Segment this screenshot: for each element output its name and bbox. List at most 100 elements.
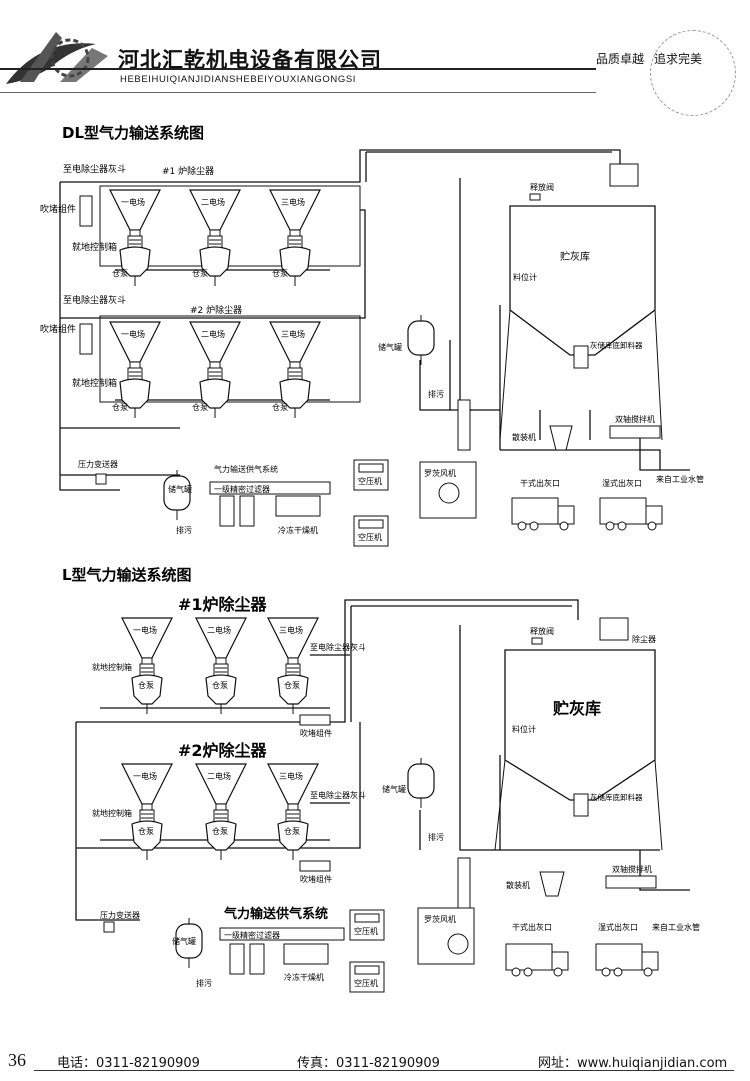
dl-group2-label: #2 炉除尘器 <box>190 304 242 316</box>
l-storage-tank: 储气罐 <box>382 784 406 794</box>
dl-mixer: 双轴搅拌机 <box>615 414 655 424</box>
l-filter: 一级精密过滤器 <box>224 930 280 940</box>
l-title: L型气力输送系统图 <box>62 566 192 584</box>
dl-compressor-2: 空压机 <box>358 532 382 542</box>
header-rule-thin <box>0 92 596 93</box>
l-blow-group-1: 吹堵组件 <box>300 728 332 738</box>
page-header: 河北汇乾机电设备有限公司 HEBEIHUIQIANJIDIANSHEBEIYOU… <box>0 0 750 116</box>
l-group2-label: #2炉除尘器 <box>178 741 268 760</box>
dl-row1: 一电场 二电场 三电场 仓泵 仓泵 仓泵 <box>99 185 361 287</box>
slogan: 品质卓越追求完美 <box>596 50 712 67</box>
l-r1-h3: 三电场 <box>279 625 303 635</box>
dl-r1-p3: 仓泵 <box>272 268 288 278</box>
l-blow-group-2: 吹堵组件 <box>300 874 332 884</box>
dl-air-supply: 气力输送供气系统 <box>214 464 278 474</box>
dl-r1-h2: 二电场 <box>201 197 225 207</box>
dl-to-hopper-2: 至电除尘器灰斗 <box>63 294 126 306</box>
l-silo: 除尘器 释放阀 贮灰库 料位计 灰储库底卸料器 <box>494 617 663 851</box>
l-row2: 一电场 二电场 三电场 仓泵 仓泵 仓泵 <box>121 763 319 861</box>
dl-r1-h1: 一电场 <box>121 197 145 207</box>
dl-release-valve: 释放阀 <box>530 182 554 192</box>
dl-silo-label: 贮灰库 <box>560 250 590 263</box>
dl-blow-box-2 <box>79 323 93 355</box>
l-r1-p3: 仓泵 <box>284 680 300 690</box>
dl-group1-label: #1 炉除尘器 <box>162 165 214 177</box>
l-local-control-1: 就地控制箱 <box>92 662 132 672</box>
dl-r1-p2: 仓泵 <box>192 268 208 278</box>
l-r1-p2: 仓泵 <box>212 680 228 690</box>
dl-level-meter: 料位计 <box>513 272 537 282</box>
dl-water-pipe: 来自工业水管 <box>656 474 704 484</box>
l-compressor-2: 空压机 <box>354 978 378 988</box>
l-pressure-tx: 压力变送器 <box>100 910 140 920</box>
l-air-supply: 气力输送供气系统 <box>224 906 328 922</box>
dl-dryer: 冷冻干燥机 <box>278 525 318 535</box>
slogan-a: 品质卓越 <box>596 52 645 66</box>
dl-r2-p1: 仓泵 <box>112 402 128 412</box>
dl-local-control-2: 就地控制箱 <box>72 377 117 389</box>
dl-row2: 一电场 二电场 三电场 仓泵 仓泵 仓泵 <box>99 315 361 419</box>
dl-drain-2: 排污 <box>176 525 192 535</box>
l-row1: 一电场 二电场 三电场 仓泵 仓泵 仓泵 <box>121 617 319 715</box>
dl-to-hopper-1: 至电除尘器灰斗 <box>63 163 126 175</box>
dl-r2-p2: 仓泵 <box>192 402 208 412</box>
dl-bottom-unloader: 灰储库底卸料器 <box>590 340 643 350</box>
footer-rule <box>34 1070 734 1071</box>
l-dust-collector: 除尘器 <box>632 634 656 644</box>
l-r2-h3: 三电场 <box>279 771 303 781</box>
company-logo <box>6 32 108 84</box>
dl-r2-h1: 一电场 <box>121 329 145 339</box>
dl-pressure-tx: 压力变送器 <box>78 459 118 469</box>
l-gas-tank: 储气罐 <box>172 936 196 946</box>
l-bottom-unloader: 灰储库底卸料器 <box>590 792 643 802</box>
slogan-circle <box>650 30 736 116</box>
l-r2-h1: 一电场 <box>133 771 157 781</box>
dl-storage-tank: 储气罐 <box>378 342 402 352</box>
dl-dry-outlet: 干式出灰口 <box>520 478 560 488</box>
l-level-meter: 料位计 <box>512 724 536 734</box>
dl-gas-tank: 储气罐 <box>168 484 192 494</box>
slogan-b: 追求完美 <box>654 52 703 66</box>
l-wet-outlet: 湿式出灰口 <box>598 922 638 932</box>
l-mixer: 双轴搅拌机 <box>612 864 652 874</box>
page-number: 36 <box>8 1050 26 1070</box>
diagram-l: L型气力输送系统图 #1炉除尘器 #2炉除尘器 一电场 二电场 三电场 仓泵 仓… <box>62 566 700 993</box>
l-release-valve: 释放阀 <box>530 626 554 636</box>
dl-r2-h3: 三电场 <box>281 329 305 339</box>
page-footer: 36 电话：0311-82190909 传真：0311-82190909 网址：… <box>0 1042 750 1081</box>
dl-r2-h2: 二电场 <box>201 329 225 339</box>
footer-fax: 传真：0311-82190909 <box>297 1056 440 1071</box>
diagram-dl: DL型气力输送系统图 至电除尘器灰斗 吹堵组件 就地控制箱 #1 炉除尘器 至电… <box>40 124 704 547</box>
l-bulk-loader: 散装机 <box>506 880 530 890</box>
l-dryer: 冷冻干燥机 <box>284 972 324 982</box>
dl-r2-p3: 仓泵 <box>272 402 288 412</box>
dl-roots-blower: 罗茨风机 <box>424 468 456 478</box>
dl-title: DL型气力输送系统图 <box>62 124 204 142</box>
footer-tel: 电话：0311-82190909 <box>57 1056 200 1071</box>
dl-filter: 一级精密过滤器 <box>214 484 270 494</box>
l-r1-h2: 二电场 <box>207 625 231 635</box>
dl-r1-h3: 三电场 <box>281 197 305 207</box>
l-local-control-2: 就地控制箱 <box>92 808 132 818</box>
l-r1-h1: 一电场 <box>133 625 157 635</box>
l-silo-label: 贮灰库 <box>552 699 601 718</box>
l-roots-blower: 罗茨风机 <box>424 914 456 924</box>
l-r2-p3: 仓泵 <box>284 826 300 836</box>
footer-website[interactable]: 网址：www.huiqianjidian.com <box>538 1056 728 1071</box>
l-compressor-1: 空压机 <box>354 926 378 936</box>
l-drain-2: 排污 <box>196 978 212 988</box>
dl-wet-outlet: 湿式出灰口 <box>602 478 642 488</box>
l-to-hopper-2: 至电除尘器灰斗 <box>310 790 366 800</box>
company-pinyin: HEBEIHUIQIANJIDIANSHEBEIYOUXIANGONGSI <box>120 74 356 85</box>
dl-blow-group-1: 吹堵组件 <box>40 203 76 215</box>
dl-local-control-1: 就地控制箱 <box>72 241 117 253</box>
header-rule <box>0 68 596 70</box>
l-to-hopper-1: 至电除尘器灰斗 <box>310 642 366 652</box>
dl-blow-group-2: 吹堵组件 <box>40 323 76 335</box>
l-r2-h2: 二电场 <box>207 771 231 781</box>
l-drain-1: 排污 <box>428 832 444 842</box>
l-water-pipe: 来自工业水管 <box>652 922 700 932</box>
diagrams: DL型气力输送系统图 至电除尘器灰斗 吹堵组件 就地控制箱 #1 炉除尘器 至电… <box>40 124 704 993</box>
dl-bulk-loader: 散装机 <box>512 432 536 442</box>
l-r2-p1: 仓泵 <box>138 826 154 836</box>
